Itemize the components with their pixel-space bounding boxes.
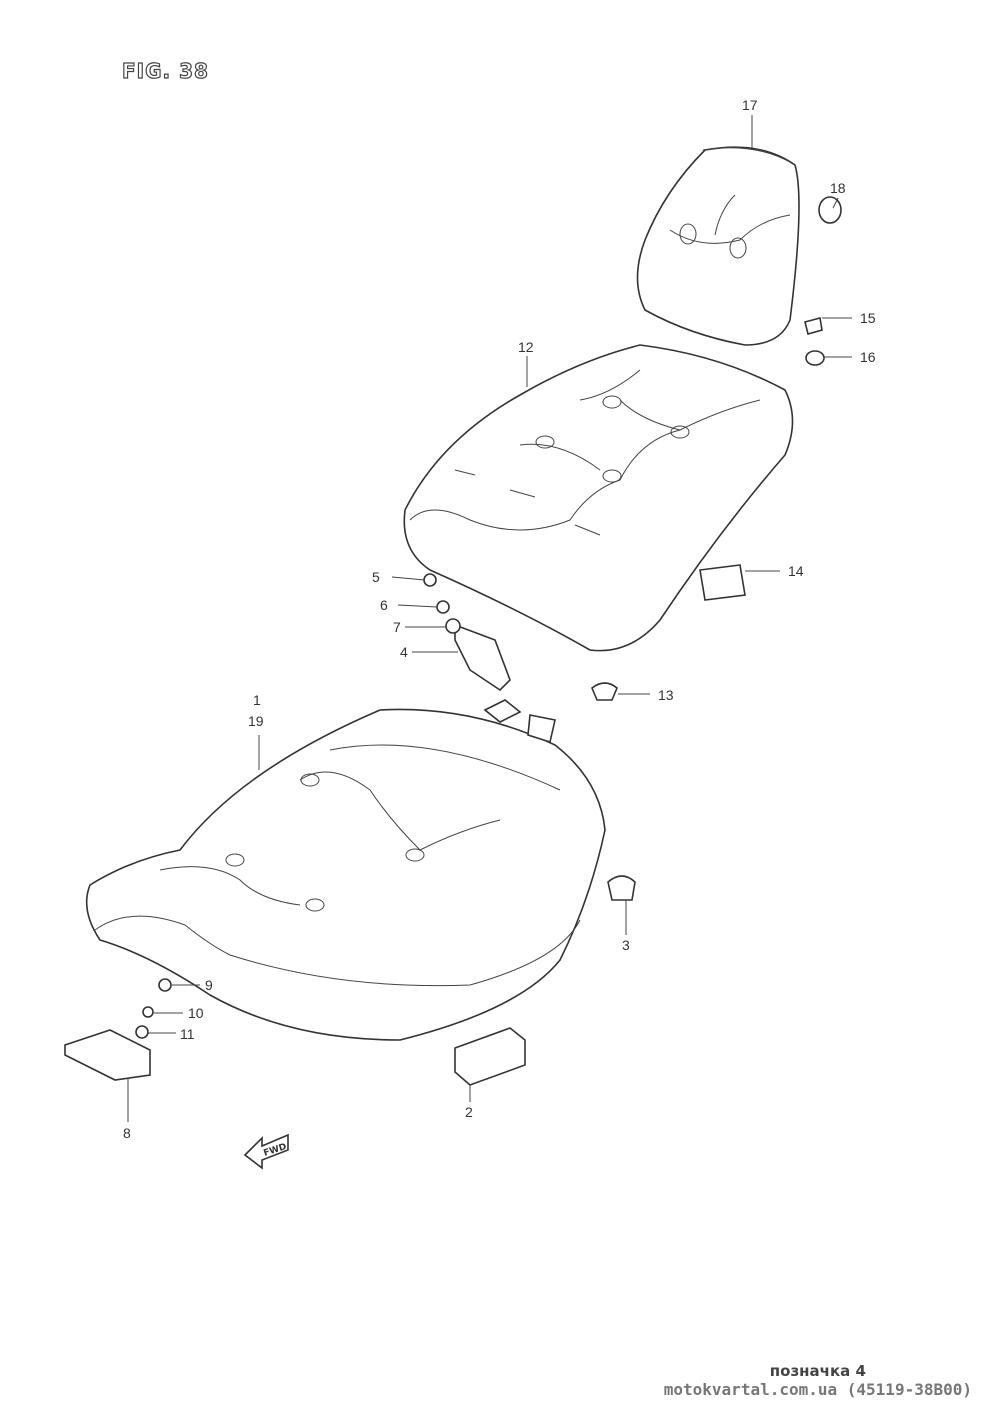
footer: позначка 4 motokvartal.com.ua (45119-38B… xyxy=(664,1362,972,1399)
small-parts: FWD xyxy=(64,196,842,1170)
label-6: 6 xyxy=(380,597,388,613)
footer-source: motokvartal.com.ua (45119-38B00) xyxy=(663,1380,972,1399)
label-18: 18 xyxy=(830,180,846,196)
label-7: 7 xyxy=(393,619,401,635)
label-11: 11 xyxy=(180,1026,195,1042)
main-seat-part-1 xyxy=(85,699,606,1041)
label-19: 19 xyxy=(248,713,264,729)
pillion-seat-part-12 xyxy=(403,344,794,652)
part-labels: 17 18 15 16 12 14 5 6 7 4 13 1 19 3 9 10… xyxy=(123,97,876,1141)
label-1: 1 xyxy=(253,692,261,708)
label-16: 16 xyxy=(860,349,876,365)
label-14: 14 xyxy=(788,563,804,579)
label-5: 5 xyxy=(372,569,380,585)
label-3: 3 xyxy=(622,937,630,953)
label-15: 15 xyxy=(860,310,876,326)
leader-lines xyxy=(127,115,852,1122)
label-12: 12 xyxy=(518,339,534,355)
label-9: 9 xyxy=(205,977,213,993)
label-2: 2 xyxy=(465,1104,473,1120)
backrest-part-17 xyxy=(636,146,800,346)
label-17: 17 xyxy=(742,97,758,113)
label-8: 8 xyxy=(123,1125,131,1141)
footer-note: позначка 4 xyxy=(769,1362,866,1380)
label-4: 4 xyxy=(400,644,408,660)
label-13: 13 xyxy=(658,687,674,703)
figure-title: FIG. 38 xyxy=(122,59,209,83)
label-10: 10 xyxy=(188,1005,204,1021)
